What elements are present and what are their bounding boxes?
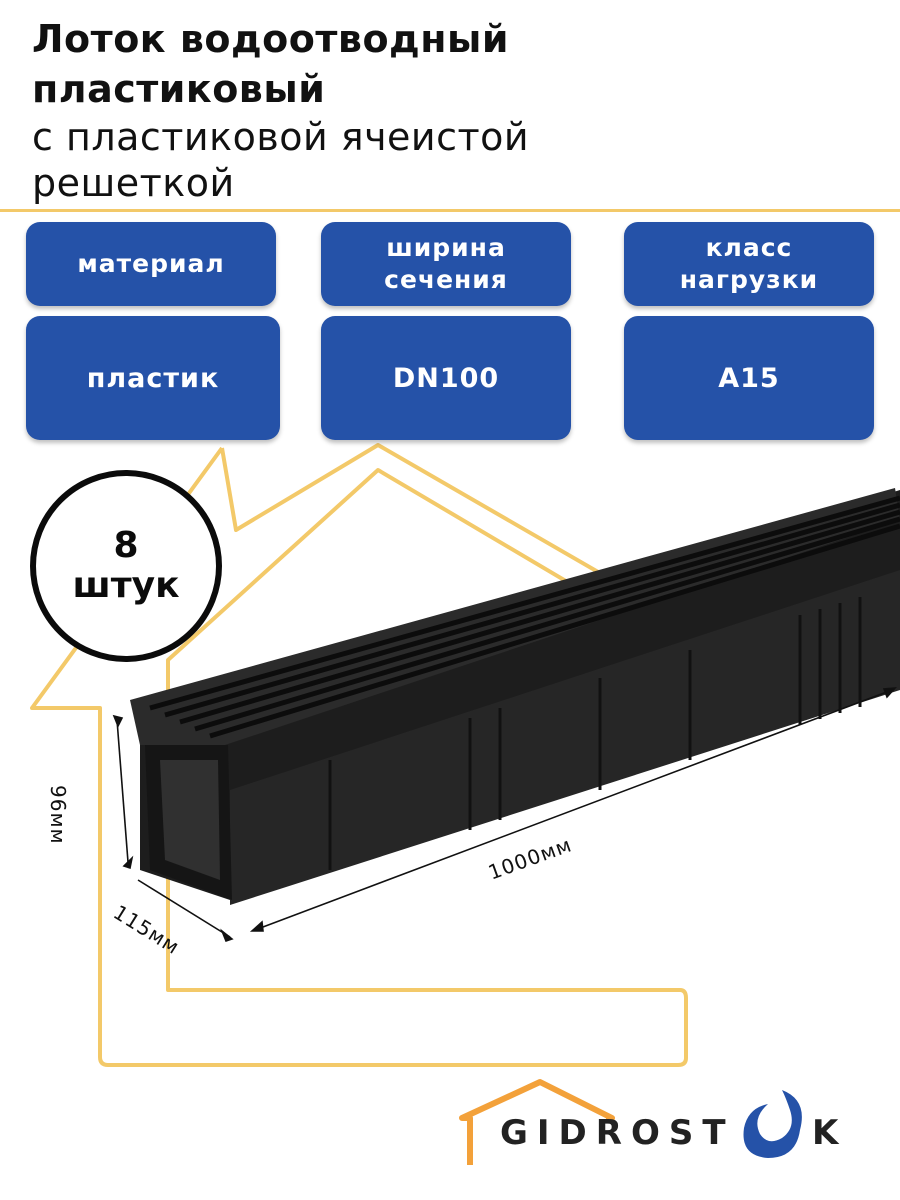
quantity-badge: 8 штук	[30, 470, 222, 662]
spec-label-material: материал	[26, 222, 276, 306]
dimension-lines	[112, 687, 897, 942]
spec-label-text: ширина	[386, 233, 506, 262]
dimension-height-label: 96мм	[46, 785, 70, 845]
quantity-unit: штук	[72, 565, 180, 606]
spec-value-material: пластик	[26, 316, 280, 440]
spec-label-text: сечения	[384, 265, 508, 294]
logo-text: GIDROST	[500, 1113, 735, 1153]
spec-label-text: класс	[705, 233, 793, 262]
spec-label-text: материал	[77, 249, 225, 278]
spec-value-width: DN100	[321, 316, 571, 440]
spec-value-text: пластик	[86, 362, 220, 394]
logo-mark	[459, 1079, 802, 1165]
title-line-1: Лоток водоотводный	[32, 17, 509, 61]
spec-label-load-class: класс нагрузки	[624, 222, 874, 306]
subtitle-line-2: решеткой	[32, 161, 235, 205]
title-block: Лоток водоотводный пластиковый с пластик…	[32, 14, 872, 206]
drain-channel	[130, 488, 900, 905]
spec-value-text: A15	[718, 362, 780, 394]
spec-value-load-class: A15	[624, 316, 874, 440]
logo-text-end: K	[812, 1113, 848, 1153]
spec-label-text: нагрузки	[679, 265, 819, 294]
title-line-2: пластиковый	[32, 67, 326, 111]
quantity-count: 8	[113, 525, 139, 566]
spec-value-text: DN100	[392, 362, 500, 394]
subtitle-line-1: с пластиковой ячеистой	[32, 115, 530, 159]
spec-label-width: ширина сечения	[321, 222, 571, 306]
house-outline	[30, 443, 688, 1067]
title-divider	[0, 209, 900, 212]
